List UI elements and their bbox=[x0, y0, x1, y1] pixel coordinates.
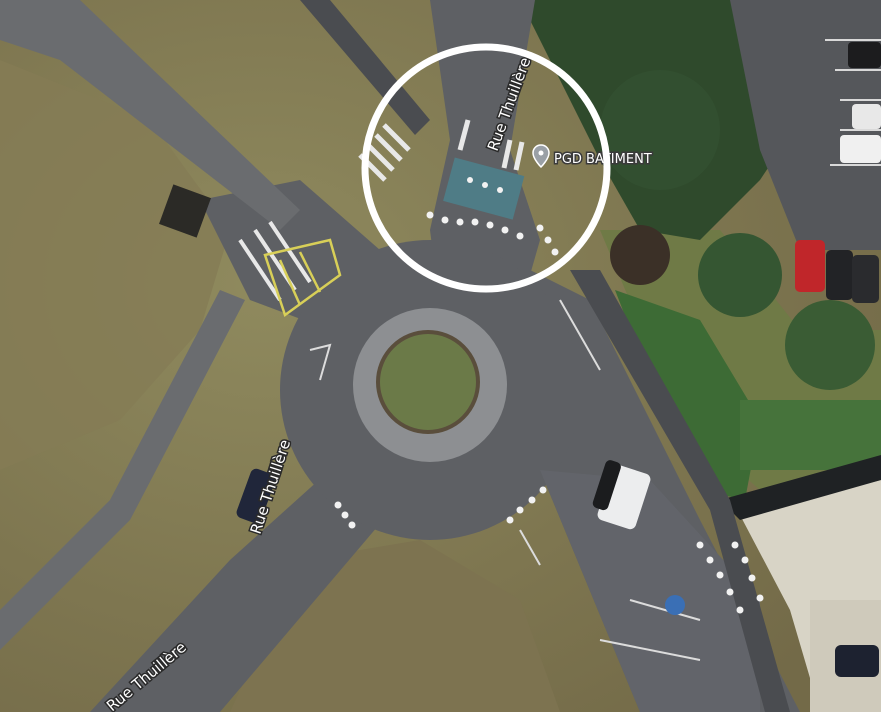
poi-marker[interactable]: PGD BATIMENT bbox=[532, 144, 653, 169]
hatched-area bbox=[263, 238, 342, 318]
building-shadow bbox=[720, 455, 881, 520]
utility-box bbox=[159, 184, 211, 238]
bike-lane-marking bbox=[443, 157, 525, 220]
highlight-circle bbox=[361, 43, 611, 293]
parking-disabled-marking bbox=[665, 595, 685, 615]
road-markings bbox=[309, 299, 701, 661]
tree-1 bbox=[600, 70, 720, 190]
grass-patch-left bbox=[0, 60, 230, 470]
pin-dot bbox=[538, 150, 544, 156]
hedge-bottom bbox=[740, 400, 881, 470]
roundabout-planted-center bbox=[378, 332, 478, 432]
parked-car-4 bbox=[826, 250, 853, 300]
footpath-left bbox=[0, 0, 300, 230]
road-studs bbox=[334, 177, 764, 614]
tree-3 bbox=[785, 300, 875, 390]
tree-4 bbox=[610, 225, 670, 285]
poi-label: PGD BATIMENT bbox=[554, 152, 652, 167]
van-shadow bbox=[592, 460, 621, 511]
footpath-right bbox=[570, 270, 790, 712]
parked-car-1 bbox=[848, 42, 881, 68]
footpath-top bbox=[300, 0, 430, 135]
tree-2 bbox=[698, 233, 782, 317]
map-pin-icon bbox=[532, 144, 550, 169]
parked-car-5 bbox=[852, 255, 879, 303]
parking-lines bbox=[825, 39, 881, 166]
parked-car-2 bbox=[852, 104, 881, 129]
roundabout-planted-ring bbox=[376, 330, 480, 434]
crosswalk-top-right bbox=[457, 119, 525, 171]
car-dark-blue bbox=[236, 468, 276, 524]
hedge bbox=[615, 290, 760, 500]
footpath-left-lower bbox=[0, 290, 245, 650]
parked-car-dark bbox=[835, 645, 879, 677]
parking-lot-top bbox=[730, 0, 881, 250]
parked-car-3 bbox=[840, 135, 881, 163]
parked-car-red bbox=[795, 240, 825, 292]
